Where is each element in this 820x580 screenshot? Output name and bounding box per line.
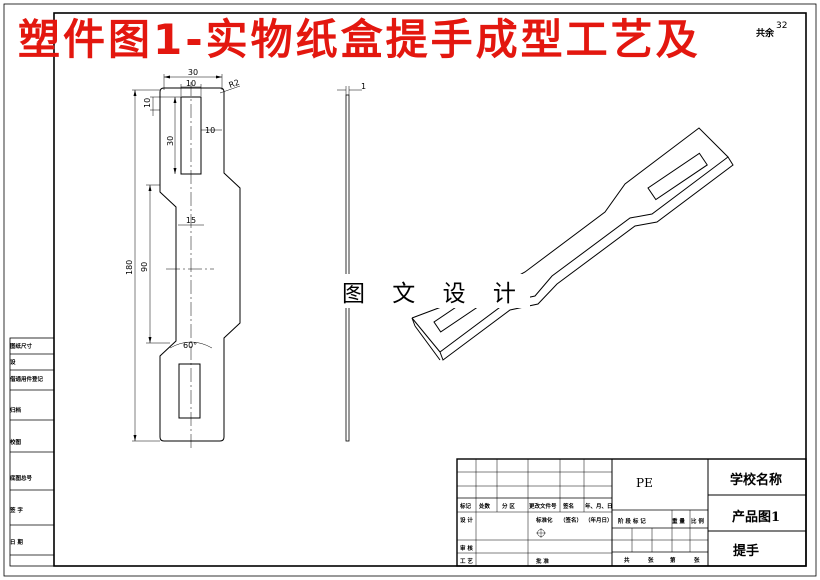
dim-r2: R2 — [228, 78, 241, 90]
bottom-slot — [178, 363, 201, 419]
sheet-number-unit: 张 — [694, 558, 700, 564]
dim-10-right: 10 — [205, 126, 215, 135]
scale-header: 比 例 — [691, 519, 704, 525]
isometric-view — [411, 127, 734, 361]
rev-header-sign: 签名 — [563, 504, 575, 510]
row-design-label: 设 计 — [460, 518, 473, 524]
sheet-total-label: 共 — [624, 558, 630, 564]
iso-outline-front — [439, 156, 734, 361]
corner-note: 共余32 — [756, 21, 787, 39]
rev-header-date: 年、月、日 — [585, 504, 613, 510]
inner-frame — [53, 12, 807, 567]
dim-30-vertical: 30 — [166, 136, 175, 146]
side-label-paper-size: 图纸尺寸 — [10, 344, 33, 350]
side-label-design: 设 — [10, 360, 16, 366]
title-block — [456, 458, 807, 567]
material-cell: PE — [636, 476, 653, 490]
handle-outline — [159, 87, 241, 442]
front-view — [159, 87, 241, 442]
side-label-check: 校图 — [10, 440, 22, 446]
dim-15: 15 — [186, 216, 196, 225]
red-title-banner: 塑件图1-实物纸盒提手成型工艺及 — [18, 15, 701, 64]
dimension-arrows — [133, 75, 222, 441]
weight-header: 重 量 — [672, 519, 685, 525]
row-approve-label: 批 准 — [536, 559, 549, 565]
outer-border — [3, 3, 817, 577]
row-process-label: 工 艺 — [460, 559, 473, 565]
corner-note-sup: 32 — [776, 21, 788, 31]
side-label-borrowed-parts: 借通用件登记 — [10, 377, 44, 383]
rev-header-count: 处数 — [479, 504, 491, 510]
dim-thickness: 1 — [361, 82, 366, 91]
school-name-cell: 学校名称 — [730, 473, 783, 488]
corner-note-label: 共余 — [756, 29, 775, 39]
row-date-label: （年月日） — [585, 518, 613, 524]
dim-60-deg: 60° — [183, 341, 197, 350]
center-lines — [166, 82, 214, 450]
row-standard-label: 标准化 — [536, 518, 553, 524]
dim-10-left: 10 — [143, 98, 152, 108]
stage-mark-header: 阶 段 标 记 — [618, 519, 646, 525]
side-label-base-number: 底图总号 — [10, 476, 33, 482]
rev-header-mark: 标记 — [460, 504, 472, 510]
front-dimensions — [132, 74, 241, 442]
product-name-cell: 产品图1 — [732, 510, 781, 525]
rev-header-zone: 分 区 — [502, 504, 515, 510]
watermark-text: 图 文 设 计 — [338, 274, 530, 308]
side-label-archive: 归档 — [10, 408, 22, 414]
part-name-cell: 提手 — [733, 544, 760, 559]
dim-30-top: 30 — [188, 68, 198, 77]
side-label-signature: 签 字 — [10, 508, 23, 514]
side-label-date: 日 期 — [10, 540, 23, 546]
sheet-number-label: 第 — [670, 558, 676, 564]
iso-outline-top — [411, 127, 729, 353]
side-info-column — [9, 337, 55, 567]
rev-header-doc: 更改文件号 — [529, 504, 557, 510]
sheet-total-unit: 张 — [648, 558, 654, 564]
iso-top-slot — [647, 152, 708, 201]
side-view — [337, 86, 362, 442]
dim-10-top: 10 — [186, 79, 196, 88]
dim-90: 90 — [140, 262, 149, 272]
dim-180: 180 — [125, 260, 134, 275]
row-sign-label: （签名） — [560, 518, 583, 524]
row-review-label: 审 核 — [460, 546, 473, 552]
